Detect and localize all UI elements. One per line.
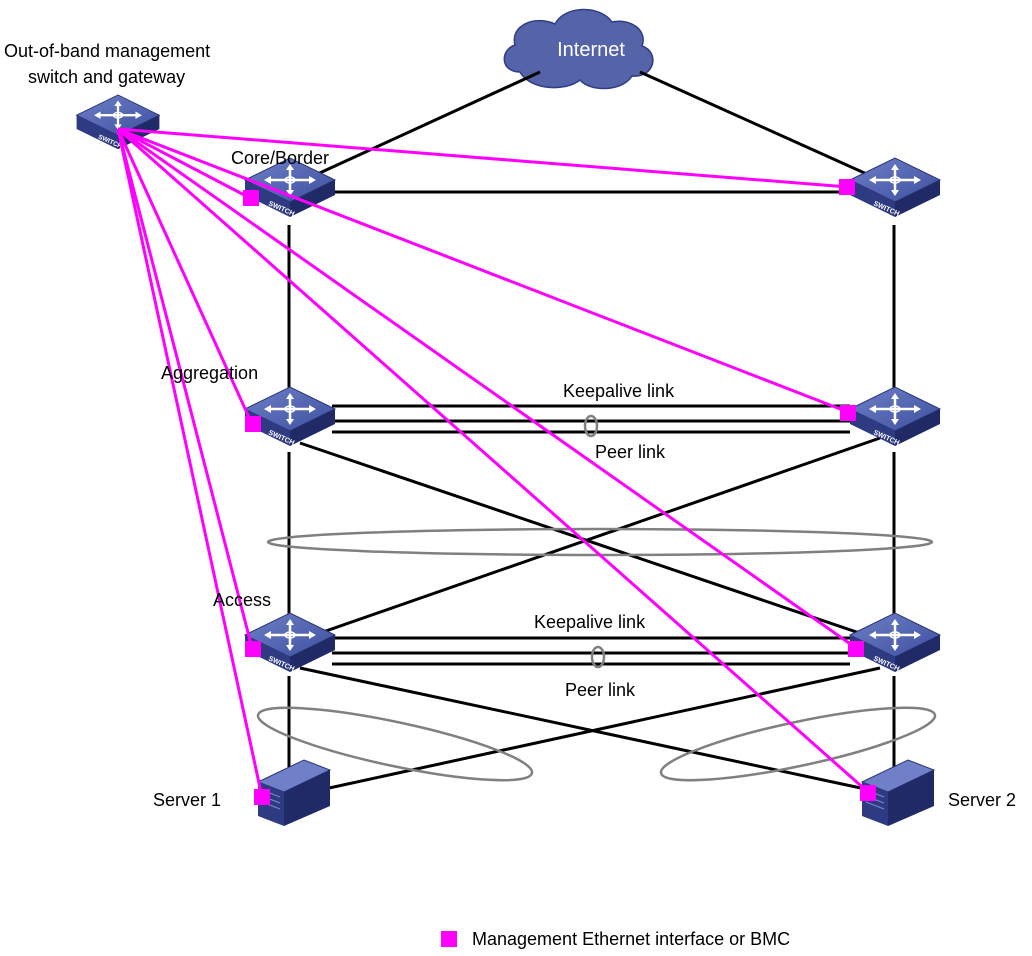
agg-keepalive-label: Keepalive link — [563, 381, 675, 401]
switch-oob — [75, 93, 161, 152]
mgmt-port-acc-right — [848, 641, 864, 657]
server2-lag-ellipse — [659, 706, 937, 782]
server-2-label: Server 2 — [948, 790, 1017, 810]
acc-peer-lag-ellipse — [590, 645, 606, 669]
switch-agg-right — [848, 385, 942, 449]
management-ports — [243, 179, 876, 805]
access-layer-label: Access — [213, 590, 272, 610]
mgmt-port-agg-left — [245, 416, 261, 432]
internet-cloud: Internet — [503, 8, 654, 90]
server-1-icon — [256, 759, 332, 826]
legend-text: Management Ethernet interface or BMC — [472, 929, 791, 949]
acc-keepalive-label: Keepalive link — [534, 612, 646, 632]
agg-peer-lag-ellipse — [583, 414, 599, 438]
core-layer-label: Core/Border — [231, 148, 330, 168]
legend-swatch — [441, 931, 457, 947]
aggregation-layer-label: Aggregation — [161, 363, 259, 383]
lag-ellipses — [256, 414, 937, 782]
internet-label: Internet — [557, 39, 625, 61]
mgmt-port-acc-left — [245, 641, 261, 657]
mgmt-port-server-2 — [860, 785, 876, 801]
server1-lag-ellipse — [256, 706, 534, 782]
agg-peer-label: Peer link — [595, 442, 666, 462]
server-1-label: Server 1 — [153, 790, 222, 810]
agg-access-lag-ellipse — [266, 527, 934, 557]
oob-label-line2: switch and gateway — [28, 67, 186, 87]
management-links — [116, 127, 869, 798]
acc-peer-label: Peer link — [565, 680, 636, 700]
mgmt-port-core-right — [839, 179, 855, 195]
mgmt-port-server-1 — [254, 789, 270, 805]
switch-core-right — [848, 156, 942, 220]
mgmt-port-agg-right — [840, 405, 856, 421]
oob-label-line1: Out-of-band management — [4, 41, 211, 61]
mgmt-port-core-left — [243, 190, 259, 206]
